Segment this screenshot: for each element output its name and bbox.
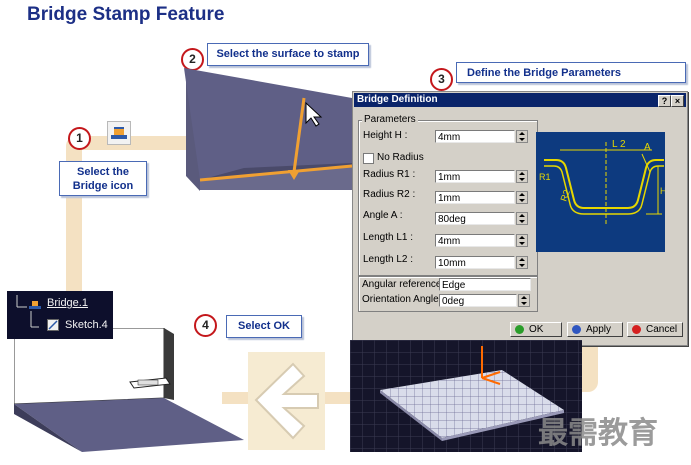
dialog-title: Bridge Definition: [357, 94, 438, 105]
dialog-titlebar: Bridge Definition ? ×: [354, 93, 686, 107]
cancel-button-label: Cancel: [646, 324, 678, 335]
mouse-cursor-icon: [305, 101, 323, 127]
watermark: 最需教育: [538, 416, 658, 451]
diagram-label-r1: R1: [539, 172, 551, 182]
height-h-spinner[interactable]: [516, 130, 528, 143]
ok-icon: [515, 325, 524, 334]
apply-icon: [572, 325, 581, 334]
length-l2-input[interactable]: 10mm: [435, 256, 515, 269]
bridge-parameter-diagram: L 2 A R1 R2 H: [536, 132, 665, 252]
angle-a-label: Angle A :: [363, 210, 403, 221]
no-radius-checkbox[interactable]: [363, 153, 374, 164]
step-2-callout: Select the surface to stamp: [207, 43, 369, 66]
diagram-label-r2: R2: [558, 188, 571, 202]
angular-reference-input[interactable]: Edge: [439, 278, 531, 291]
tree-item-sketch-4[interactable]: Sketch.4: [65, 319, 108, 331]
radius-r2-input[interactable]: 1mm: [435, 191, 515, 204]
apply-button-label: Apply: [586, 324, 612, 335]
cancel-icon: [632, 325, 641, 334]
cancel-button[interactable]: Cancel: [627, 322, 683, 337]
orientation-angle-spinner[interactable]: [518, 294, 530, 307]
diagram-label-h: H: [660, 186, 665, 196]
help-button[interactable]: ?: [658, 95, 671, 107]
angle-a-input[interactable]: 80deg: [435, 212, 515, 225]
bridge-icon: [111, 127, 127, 139]
specification-tree: Bridge.1 Sketch.4: [7, 291, 113, 339]
length-l1-spinner[interactable]: [516, 234, 528, 247]
diagram-label-l2: L 2: [612, 139, 626, 150]
page-title: Bridge Stamp Feature: [27, 4, 225, 25]
bridge-feature-icon: [29, 297, 41, 309]
parameters-group-label: Parameters: [362, 114, 418, 125]
height-h-input[interactable]: 4mm: [435, 130, 515, 143]
step-3-callout: Define the Bridge Parameters: [456, 62, 686, 83]
angle-a-spinner[interactable]: [516, 212, 528, 225]
length-l1-label: Length L1 :: [363, 232, 414, 243]
radius-r2-label: Radius R2 :: [363, 189, 416, 200]
length-l1-input[interactable]: 4mm: [435, 234, 515, 247]
ok-button[interactable]: OK: [510, 322, 562, 337]
tree-connector-icon: [16, 295, 39, 328]
tree-item-bridge-1[interactable]: Bridge.1: [47, 297, 88, 309]
step-1-number: 1: [68, 127, 91, 150]
stamp-preview-viewport: [350, 340, 582, 452]
radius-r2-spinner[interactable]: [516, 191, 528, 204]
ok-button-label: OK: [529, 324, 544, 335]
length-l2-spinner[interactable]: [516, 256, 528, 269]
orientation-group: [358, 276, 538, 312]
step-4-number: 4: [194, 314, 217, 337]
length-l2-label: Length L2 :: [363, 254, 414, 265]
step-1-callout: Select the Bridge icon: [59, 161, 147, 196]
radius-r1-label: Radius R1 :: [363, 169, 416, 180]
radius-r1-spinner[interactable]: [516, 170, 528, 183]
diagram-label-a: A: [644, 142, 651, 153]
orientation-angle-label: Orientation Angle :: [362, 294, 445, 305]
left-arrow-icon: [254, 362, 319, 440]
sketch-icon: [47, 318, 59, 331]
no-radius-label: No Radius: [377, 152, 424, 163]
height-h-label: Height H :: [363, 130, 408, 141]
surface-to-stamp-preview[interactable]: [184, 68, 354, 192]
back-arrow-panel: [248, 352, 325, 450]
apply-button[interactable]: Apply: [567, 322, 623, 337]
orientation-angle-input[interactable]: 0deg: [439, 294, 517, 307]
step-4-callout: Select OK: [226, 315, 302, 338]
bridge-toolbar-button[interactable]: [107, 121, 131, 145]
step-3-number: 3: [430, 68, 453, 91]
radius-r1-input[interactable]: 1mm: [435, 170, 515, 183]
bridge-definition-dialog: Bridge Definition ? × Parameters Height …: [352, 91, 688, 346]
result-part-preview: [14, 328, 244, 452]
close-button[interactable]: ×: [671, 95, 684, 107]
angular-reference-label: Angular reference :: [362, 279, 448, 290]
